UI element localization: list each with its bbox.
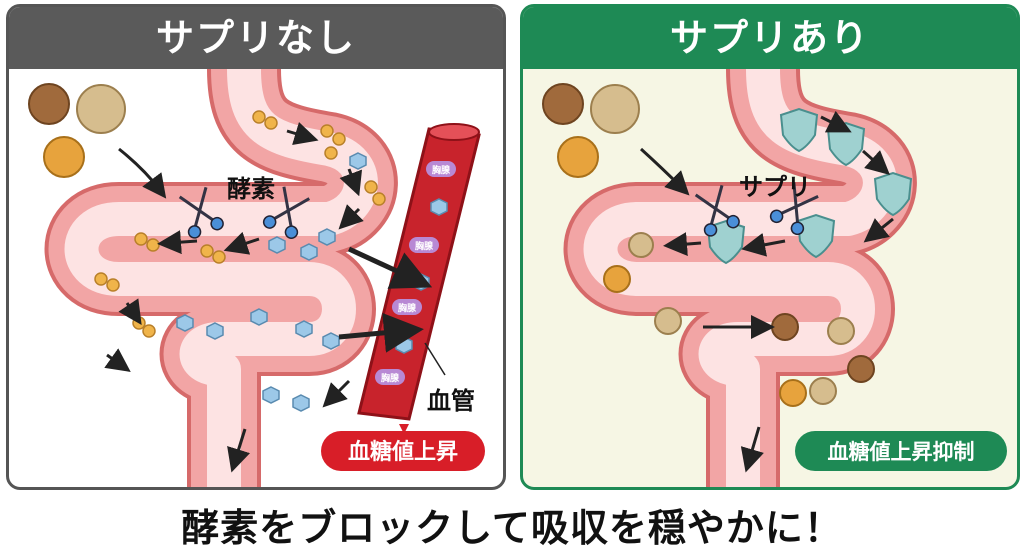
vessel-tag: 胸腺 bbox=[375, 369, 405, 385]
svg-text:胸腺: 胸腺 bbox=[432, 164, 451, 176]
diagram-without-supplement: 胸腺 胸腺 胸腺 胸腺 bbox=[28, 69, 485, 487]
svg-text:血糖値上昇抑制: 血糖値上昇抑制 bbox=[828, 440, 975, 464]
food-particle-icon bbox=[28, 83, 126, 178]
panel-title-with: サプリあり bbox=[523, 7, 1017, 69]
svg-text:胸腺: 胸腺 bbox=[381, 372, 400, 384]
arrow-icon bbox=[639, 110, 894, 473]
blood-sugar-suppression-badge: 血糖値上昇抑制 bbox=[795, 431, 1007, 471]
svg-text:血糖値上昇: 血糖値上昇 bbox=[348, 439, 458, 465]
diagram-with-supplement: サプリ 血糖値上昇抑制 bbox=[542, 69, 1007, 487]
glucose-hexagon-icon bbox=[176, 152, 367, 412]
panel-with-supplement: サプリあり bbox=[520, 4, 1020, 490]
scissors-icon bbox=[694, 182, 819, 237]
vessel-tag: 胸腺 bbox=[392, 299, 422, 315]
panel-without-supplement: サプリなし 胸腺 胸腺 胸腺 bbox=[6, 4, 506, 490]
food-particle-icon bbox=[542, 83, 875, 407]
vessel-label: 血管 bbox=[427, 387, 475, 415]
supplement-label: サプリ bbox=[739, 173, 811, 201]
intestine-illustration bbox=[44, 69, 398, 487]
vessel-tag: 胸腺 bbox=[426, 161, 456, 177]
vessel-tag: 胸腺 bbox=[409, 237, 439, 253]
carb-chains bbox=[94, 110, 386, 338]
panel-title-without: サプリなし bbox=[9, 7, 503, 69]
blood-sugar-rise-badge: 血糖値上昇 bbox=[321, 424, 485, 471]
enzyme-label: 酵素 bbox=[227, 175, 275, 203]
bottom-caption: 酵素をブロックして吸収を穏やかに！ bbox=[181, 506, 843, 550]
svg-text:胸腺: 胸腺 bbox=[398, 302, 417, 314]
scissors-icon bbox=[178, 186, 311, 239]
arrow-icon bbox=[104, 122, 364, 473]
svg-text:胸腺: 胸腺 bbox=[415, 240, 434, 252]
